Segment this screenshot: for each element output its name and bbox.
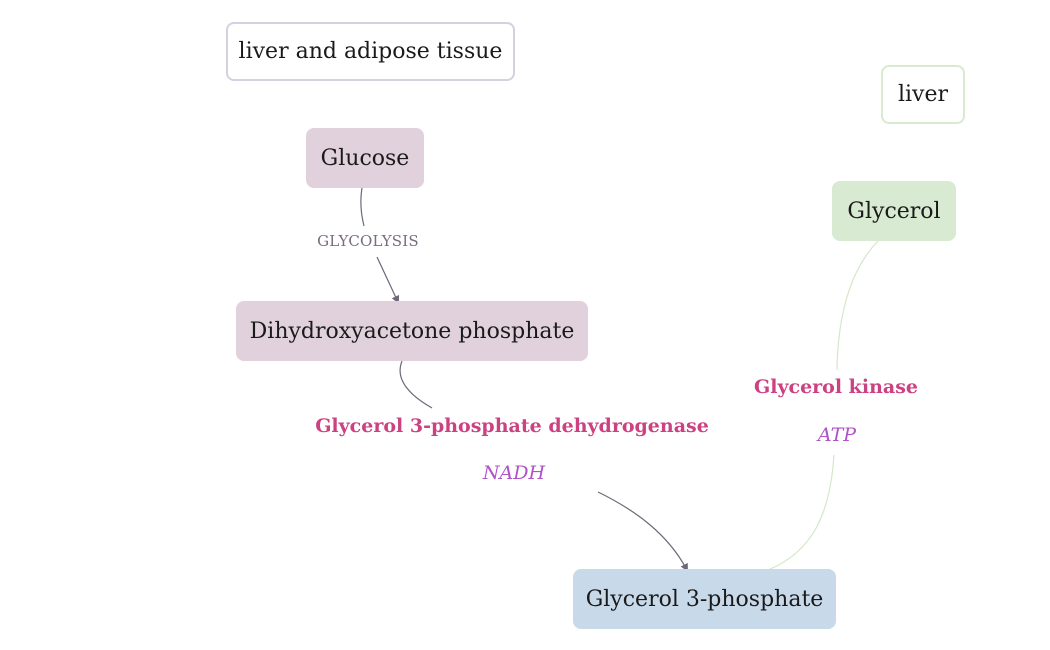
node-dhap: Dihydroxyacetone phosphate — [236, 301, 588, 361]
edge-glycerol-g3p-upper — [836, 240, 879, 371]
region-liver: liver — [881, 65, 965, 124]
label-nadh: NADH — [482, 462, 546, 484]
node-g3p: Glycerol 3-phosphate — [573, 569, 836, 629]
label-glycolysis: GLYCOLYSIS — [317, 232, 419, 250]
node-glycerol: Glycerol — [832, 181, 956, 241]
edge-dhap-g3p-lower — [597, 491, 688, 572]
label-glycerol-kinase: Glycerol kinase — [754, 376, 918, 398]
edge-glycerol-g3p-lower — [767, 454, 835, 571]
label-g3p-dehydrogenase: Glycerol 3-phosphate dehydrogenase — [315, 415, 709, 437]
region-liver-adipose: liver and adipose tissue — [226, 22, 515, 81]
edge-glycolysis-upper — [360, 187, 365, 227]
edge-glycolysis-lower — [376, 256, 400, 304]
node-glucose: Glucose — [306, 128, 424, 188]
label-atp: ATP — [817, 424, 857, 446]
edge-dhap-g3p-upper — [399, 360, 433, 409]
